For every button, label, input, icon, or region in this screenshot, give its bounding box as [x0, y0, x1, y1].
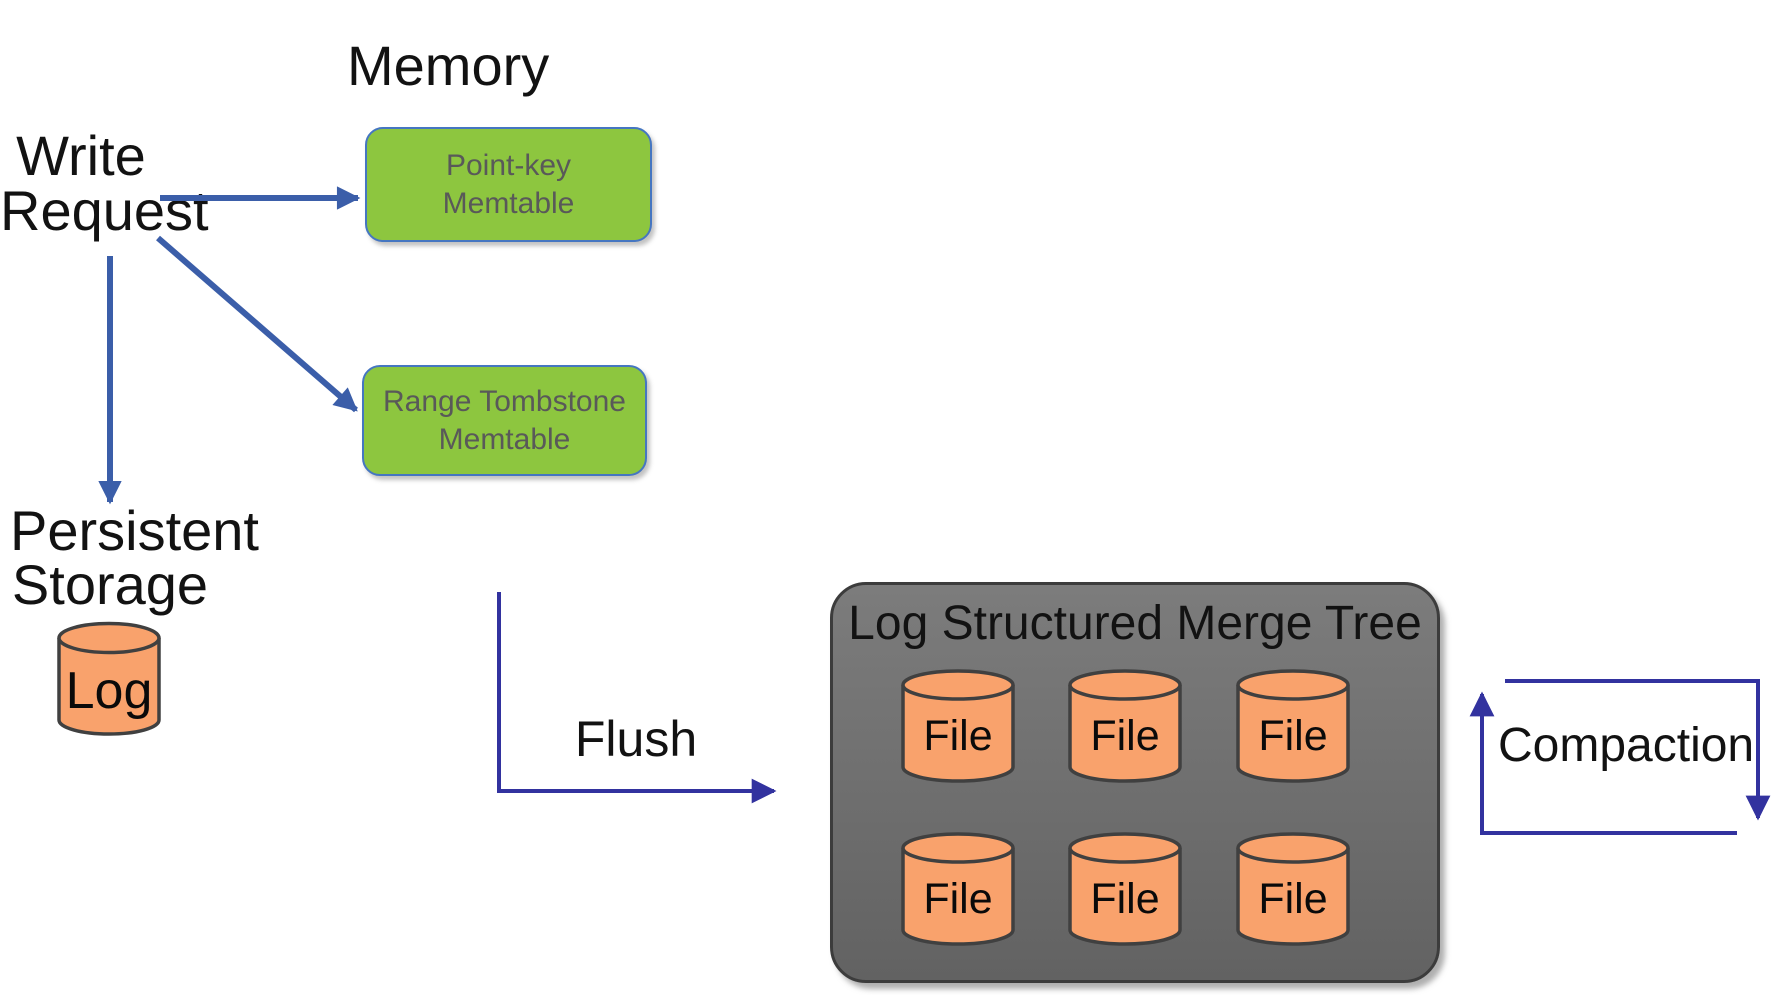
file-cylinder-label: File	[1090, 712, 1159, 760]
file-cylinder-icon: File	[1068, 669, 1182, 783]
point-key-memtable-line1: Point-key	[445, 148, 572, 182]
compaction-arrow-label: Compaction	[1498, 719, 1755, 772]
flush-arrow-label: Flush	[574, 711, 698, 767]
file-cylinder-icon: File	[1068, 832, 1182, 946]
file-cylinder-icon: File	[901, 832, 1015, 946]
range-tombstone-memtable-line1: Range Tombstone	[383, 384, 626, 418]
write-to-rangetombstone-arrow	[156, 235, 358, 413]
write-request-label: Write Request	[0, 124, 209, 242]
lsm-tree-title: Log Structured Merge Tree	[848, 597, 1422, 650]
log-cylinder-label: Log	[66, 662, 153, 720]
persistent-storage-line1: Persistent	[10, 499, 259, 562]
file-cylinder-label: File	[923, 875, 992, 923]
memory-section-label: Memory	[347, 34, 550, 97]
persistent-storage-line2: Storage	[11, 553, 209, 616]
point-key-memtable-line2: Memtable	[442, 186, 575, 220]
write-request-line1: Write	[16, 124, 146, 187]
file-cylinder-label: File	[923, 712, 992, 760]
file-cylinder-label: File	[1090, 875, 1159, 923]
file-cylinder-icon: File	[1236, 832, 1350, 946]
lsm-tree-container: Log Structured Merge Tree File File File…	[830, 582, 1440, 983]
range-tombstone-memtable-line2: Memtable	[438, 422, 571, 456]
file-cylinder-label: File	[1258, 712, 1327, 760]
log-cylinder-icon: Log	[57, 621, 161, 736]
persistent-storage-label: Persistent Storage	[10, 499, 259, 616]
file-cylinder-icon: File	[901, 669, 1015, 783]
file-cylinder-icon: File	[1236, 669, 1350, 783]
file-cylinder-label: File	[1258, 875, 1327, 923]
point-key-memtable-box: Point-key Memtable	[365, 127, 652, 242]
write-request-line2: Request	[0, 179, 209, 242]
range-tombstone-memtable-box: Range Tombstone Memtable	[362, 365, 647, 476]
